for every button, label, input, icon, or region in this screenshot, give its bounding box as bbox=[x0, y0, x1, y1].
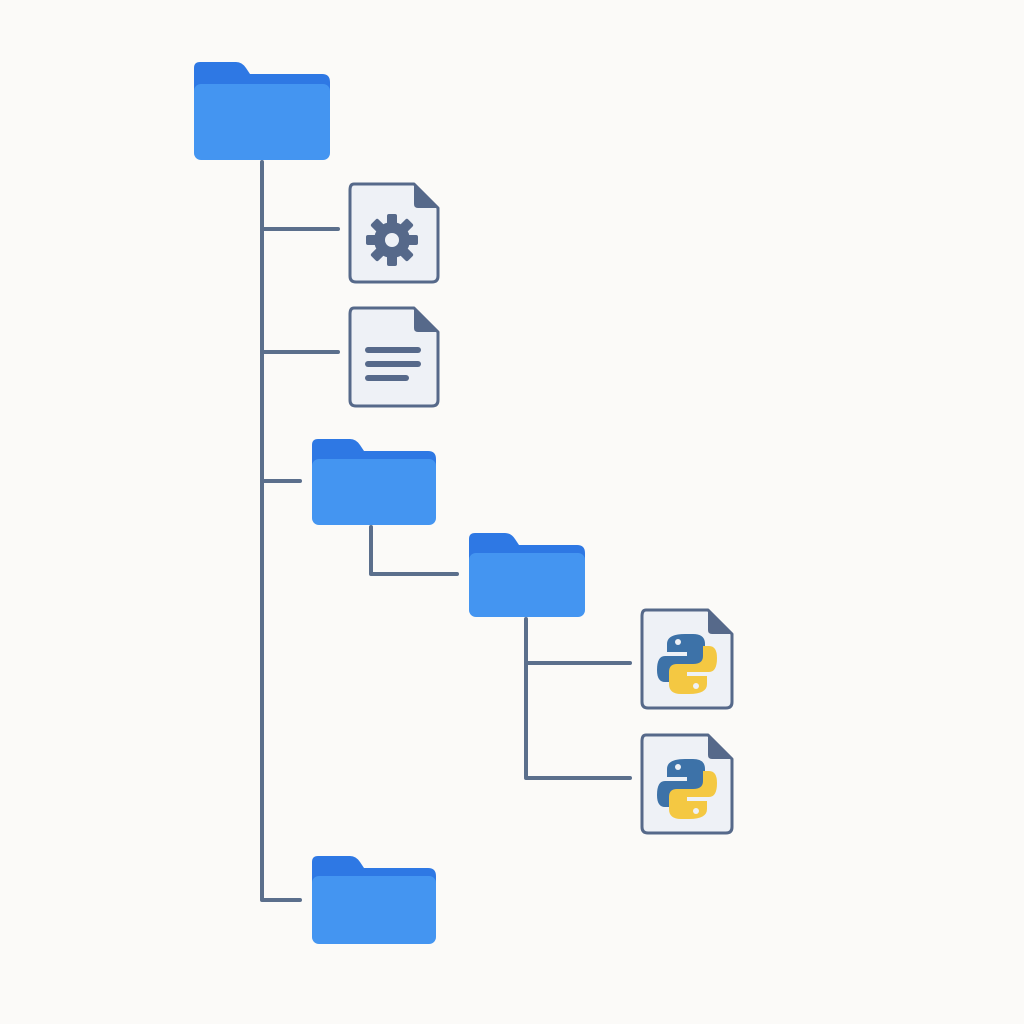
text-file[interactable] bbox=[348, 306, 440, 408]
text-file-icon bbox=[348, 306, 440, 408]
python-file-icon bbox=[640, 608, 734, 710]
subfolder-a-to-nested-line bbox=[369, 525, 459, 576]
settings-file[interactable] bbox=[348, 182, 440, 284]
root-folder[interactable] bbox=[192, 58, 332, 162]
subfolder-a[interactable] bbox=[310, 437, 438, 527]
folder-icon bbox=[312, 856, 436, 944]
gear-icon bbox=[366, 214, 418, 266]
folder-icon bbox=[194, 62, 330, 160]
folder-icon bbox=[469, 533, 585, 617]
python-file[interactable] bbox=[640, 608, 734, 710]
nested-trunk-line bbox=[524, 617, 632, 780]
subfolder-b[interactable] bbox=[310, 854, 438, 946]
python-logo-icon bbox=[657, 634, 717, 694]
folder-icon bbox=[312, 439, 436, 525]
text-lines-icon bbox=[365, 347, 421, 381]
settings-file-icon bbox=[348, 182, 440, 284]
nested-folder[interactable] bbox=[467, 531, 587, 619]
root-trunk-line bbox=[260, 160, 302, 902]
python-file[interactable] bbox=[640, 733, 734, 835]
python-file-icon bbox=[640, 733, 734, 835]
python-logo-icon bbox=[657, 759, 717, 819]
